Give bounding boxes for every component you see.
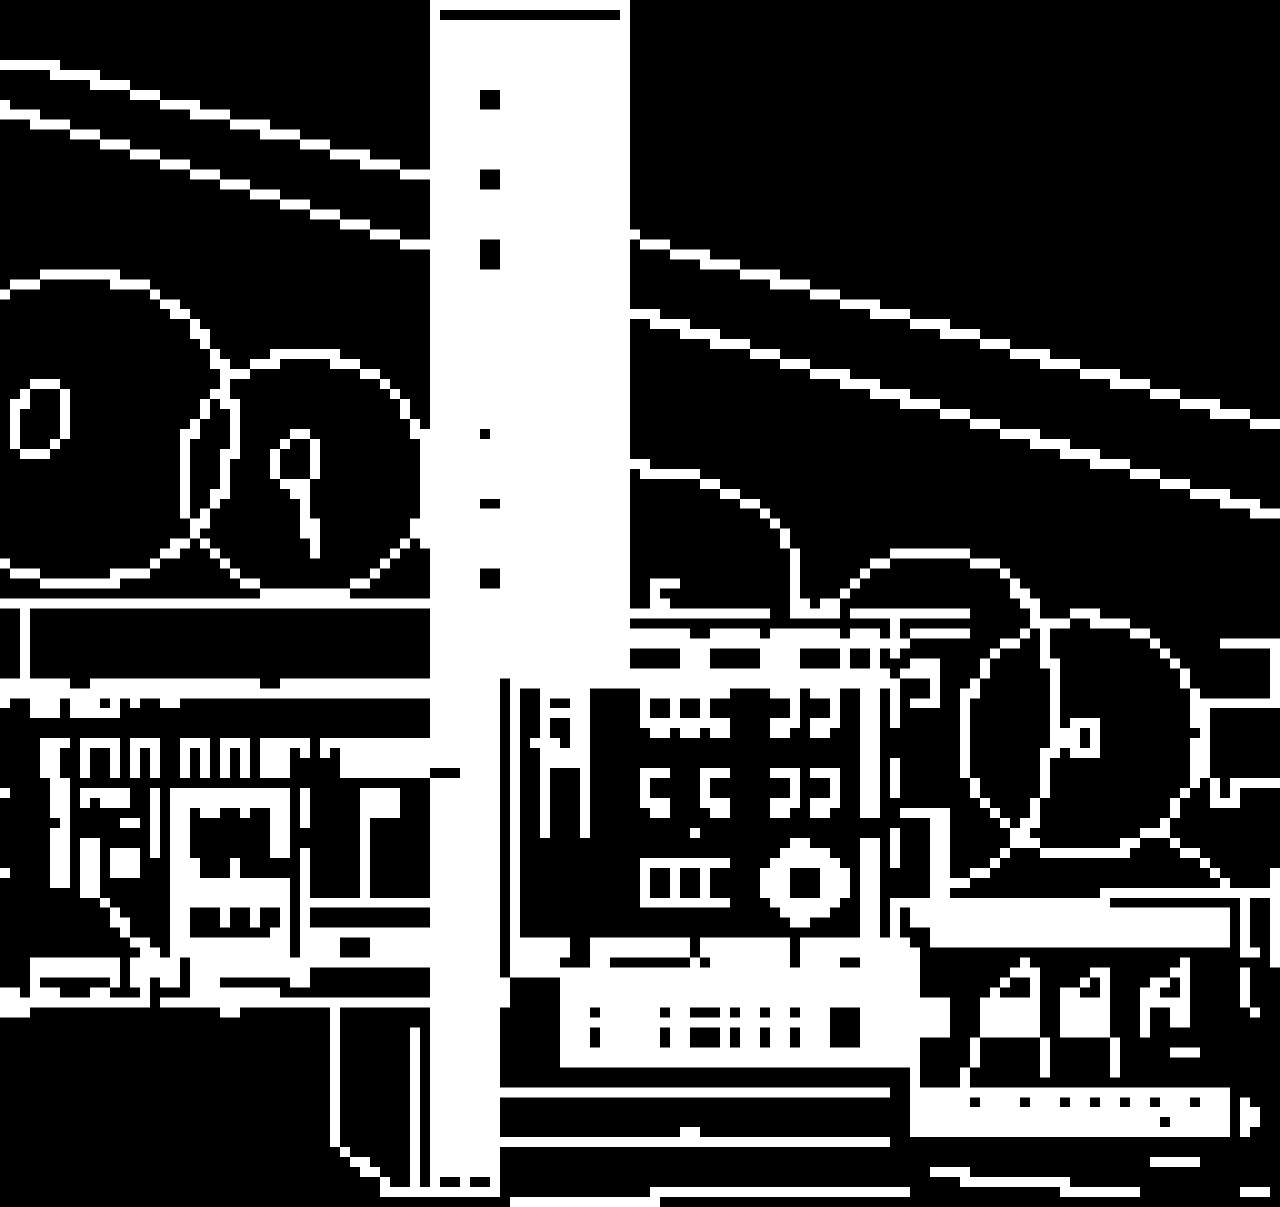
edge-map-stage (0, 0, 1280, 1207)
edge-map-figure (0, 0, 1280, 1207)
edge-map-canvas (0, 0, 1280, 1207)
